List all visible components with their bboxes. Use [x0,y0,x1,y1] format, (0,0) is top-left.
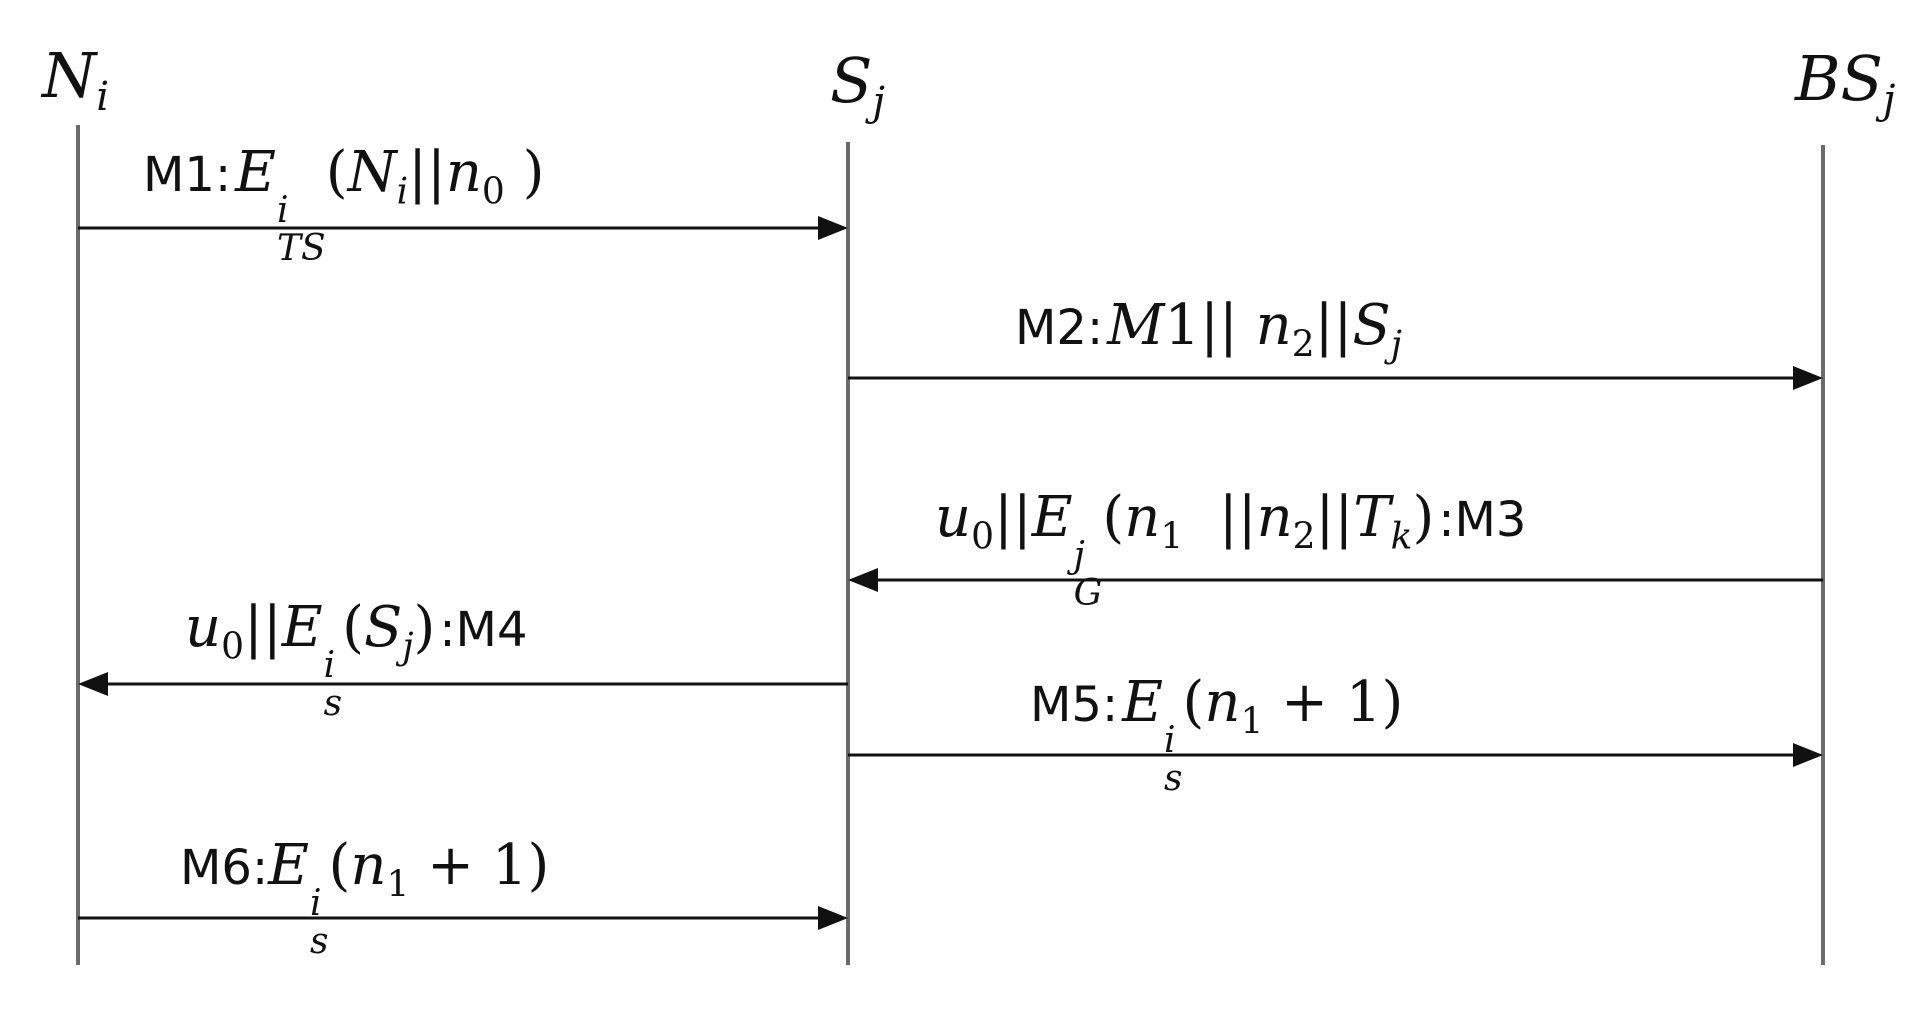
actor-sj: Sj [830,50,885,122]
m1-ni: N [347,140,397,205]
m3-open: ( [1102,485,1125,550]
actor-bsj: BSj [1795,48,1895,120]
m5-e-sub: s [1164,757,1183,799]
m2-tag: M2: [1015,300,1104,356]
m4-u: u [185,595,222,660]
m1-n-sub: 0 [481,171,505,213]
m5-open: ( [1182,670,1205,735]
arrowhead-m4 [78,672,108,696]
actor-bsj-base: BS [1795,42,1884,115]
m6-e-sub: s [310,920,329,962]
m4-e-sup: i [323,644,336,686]
m1-open: ( [325,140,348,205]
m3-close: ) [1412,485,1435,550]
m1-n: n [445,140,482,205]
m3-t-sub: k [1390,516,1413,558]
m2-formula: M1|| n2||Sj [1107,293,1402,364]
m4-e-sub: s [323,682,343,724]
arrowhead-m5 [1793,743,1823,767]
m2-s: S [1352,293,1391,358]
m1-tag: M1: [143,147,232,203]
actor-bsj-sub: j [1883,76,1896,123]
m2-sep1: || [1200,293,1256,358]
m3-n2: n [1256,485,1293,550]
m2-n: n [1255,293,1292,358]
m3-sep2: || [1183,485,1257,550]
m4-u-sub: 0 [221,626,244,668]
actor-ni: Ni [42,45,109,117]
m6-e-sup: i [310,882,322,924]
m1-close: ) [504,140,545,205]
m3-e-sub: G [1073,572,1103,614]
m4-tag: :M4 [439,602,528,658]
m6-n-sub: 1 [386,864,410,906]
m3-n2-sub: 2 [1292,516,1316,558]
m4-s: S [363,595,403,660]
m3-t: T [1353,485,1391,550]
m5-n-sub: 1 [1240,701,1264,743]
m3-sep1: || [993,485,1032,550]
m5-n: n [1204,670,1241,735]
m6-tag: M6: [180,840,269,896]
m6-open: ( [328,833,351,898]
m5-plus: + 1) [1263,670,1404,735]
m3-n1: n [1124,485,1161,550]
m3-u-sub: 0 [971,516,994,558]
m4-sep1: || [243,595,282,660]
m4-open: ( [342,595,364,660]
m3-e-sup: j [1073,534,1085,576]
arrowhead-m2 [1793,366,1823,390]
m2-one: 1 [1164,293,1201,358]
m3-sep3: || [1315,485,1354,550]
m6-n: n [350,833,387,898]
m5-e-sup: i [1164,719,1176,761]
m1-ni-sub: i [396,171,409,213]
arrowhead-m3 [848,568,878,592]
arrowhead-m6 [818,906,848,930]
m1-sep: || [408,140,446,205]
m2-n-sub: 2 [1291,324,1315,366]
m2-s-sub: j [1390,324,1402,366]
message-m2-label: M2: M1|| n2||Sj [1015,298,1402,364]
m4-close: ) [413,595,436,660]
m3-u: u [935,485,972,550]
m4-s-sub: j [402,626,414,668]
m1-e-sup: i [277,189,289,231]
m2-m: M [1107,293,1165,358]
m3-n1-sub: 1 [1160,516,1184,558]
actor-sj-base: S [830,44,873,117]
actor-ni-sub: i [96,73,110,120]
m1-e-sub: TS [277,227,326,269]
m6-plus: + 1) [409,833,550,898]
actor-ni-base: N [42,39,97,112]
m3-tag: :M3 [1438,492,1527,548]
m5-tag: M5: [1030,677,1119,733]
m2-sep2: || [1314,293,1353,358]
arrowhead-m1 [818,216,848,240]
actor-sj-sub: j [872,78,885,125]
